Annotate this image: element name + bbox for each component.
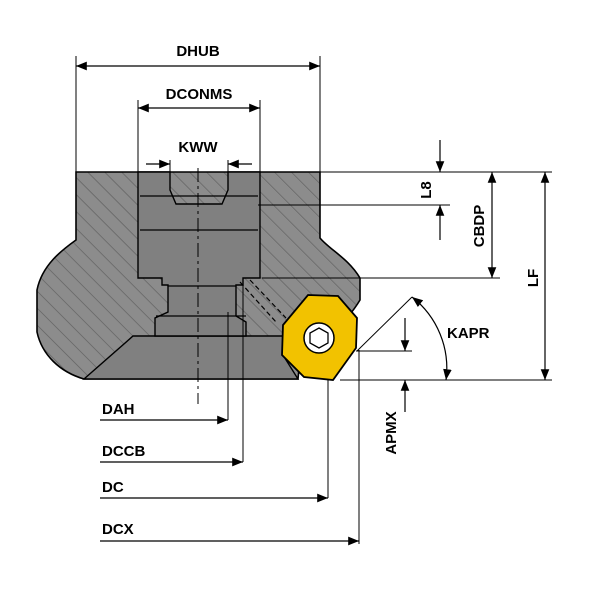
coolant-channel [239,279,287,323]
label-kapr: KAPR [447,325,490,342]
extension-lines [75,56,552,544]
label-dconms: DCONMS [166,86,233,103]
label-dcx: DCX [102,521,134,538]
cutter-body [36,168,361,404]
label-cbdp: CBDP [471,205,488,248]
cutting-insert [281,294,358,381]
label-l8: L8 [418,181,435,199]
central-bore [137,171,261,337]
label-dah: DAH [102,401,135,418]
label-dccb: DCCB [102,443,145,460]
label-dhub: DHUB [176,43,219,60]
dimension-lines [76,61,550,546]
label-kww: KWW [178,139,218,156]
label-apmx: APMX [383,411,400,454]
dimension-labels: DHUB DCONMS KWW L8 CBDP LF APMX KAPR DAH… [102,43,542,538]
label-lf: LF [525,269,542,287]
kapr-angle-arc [411,296,452,381]
insert-screw-hex-icon [309,327,329,349]
label-dc: DC [102,479,124,496]
